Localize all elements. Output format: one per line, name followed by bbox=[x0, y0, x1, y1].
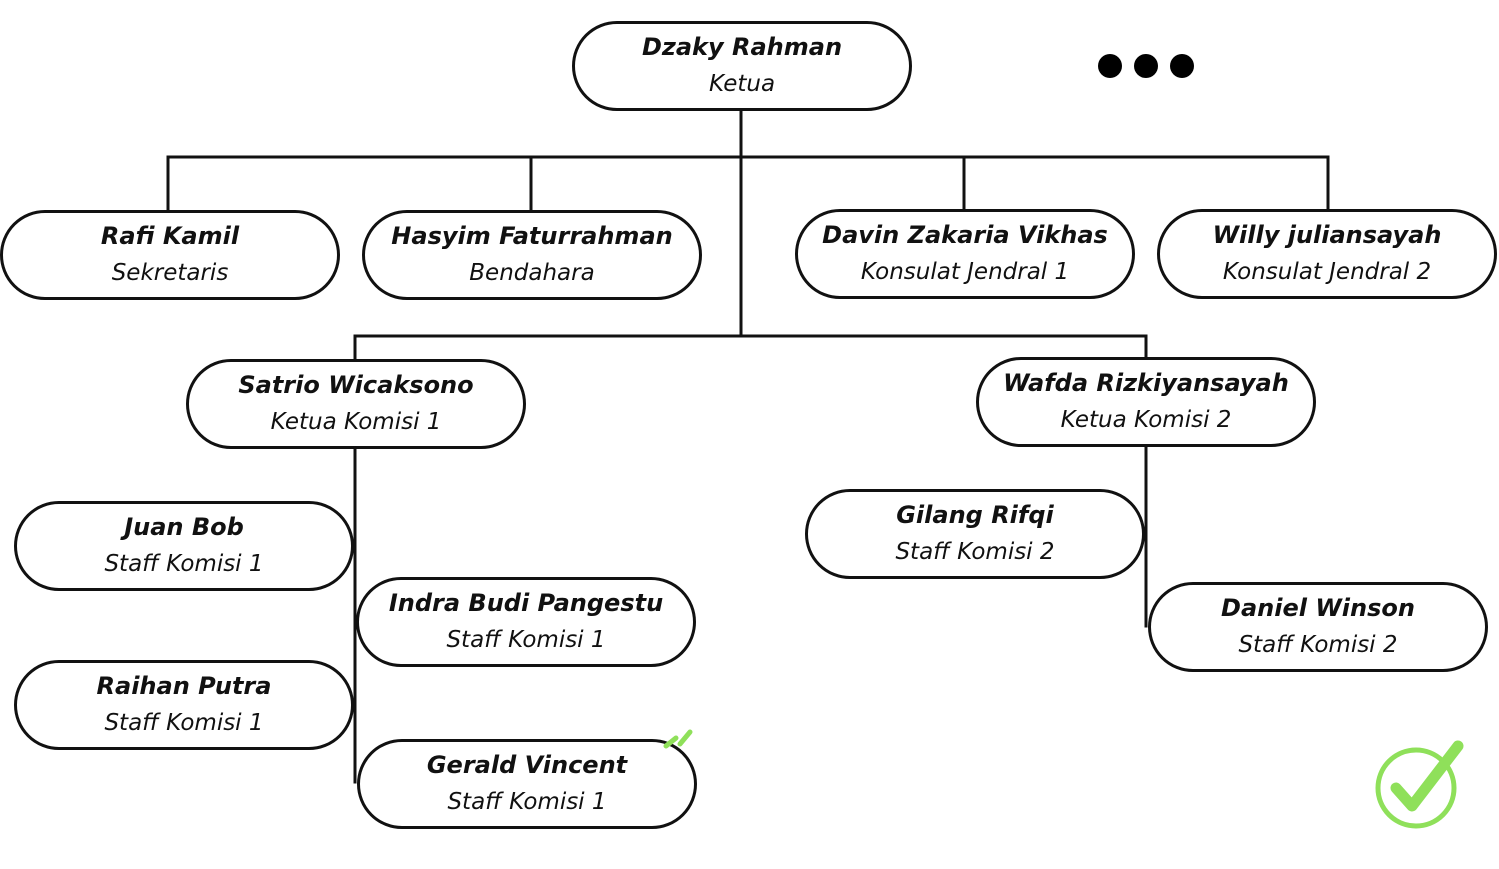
node-name: Indra Budi Pangestu bbox=[388, 589, 664, 617]
node-name: Dzaky Rahman bbox=[641, 33, 843, 61]
node-role: Sekretaris bbox=[111, 260, 229, 286]
node-name: Gilang Rifqi bbox=[896, 501, 1054, 529]
node-staff-komisi-1: Indra Budi Pangestu Staff Komisi 1 bbox=[356, 577, 696, 667]
node-role: Staff Komisi 1 bbox=[446, 627, 606, 653]
node-role: Ketua bbox=[708, 71, 776, 97]
node-role: Staff Komisi 2 bbox=[1238, 632, 1398, 658]
node-name: Willy juliansayah bbox=[1212, 221, 1442, 249]
three-dots-icon bbox=[1098, 54, 1194, 78]
node-staff-komisi-1: Raihan Putra Staff Komisi 1 bbox=[14, 660, 354, 750]
node-sekretaris: Rafi Kamil Sekretaris bbox=[0, 210, 340, 300]
node-role: Konsulat Jendral 2 bbox=[1222, 259, 1432, 285]
node-name: Raihan Putra bbox=[96, 672, 272, 700]
node-name: Daniel Winson bbox=[1221, 594, 1415, 622]
node-name: Gerald Vincent bbox=[426, 751, 628, 779]
node-ketua-komisi-2: Wafda Rizkiyansayah Ketua Komisi 2 bbox=[976, 357, 1316, 447]
node-staff-komisi-1: Gerald Vincent Staff Komisi 1 bbox=[357, 739, 697, 829]
node-staff-komisi-2: Daniel Winson Staff Komisi 2 bbox=[1148, 582, 1488, 672]
node-role: Konsulat Jendral 1 bbox=[860, 259, 1070, 285]
node-konsulat-jendral-2: Willy juliansayah Konsulat Jendral 2 bbox=[1157, 209, 1497, 299]
node-bendahara: Hasyim Faturrahman Bendahara bbox=[362, 210, 702, 300]
node-staff-komisi-1: Juan Bob Staff Komisi 1 bbox=[14, 501, 354, 591]
dot bbox=[1170, 54, 1194, 78]
node-role: Staff Komisi 1 bbox=[104, 551, 264, 577]
node-staff-komisi-2: Gilang Rifqi Staff Komisi 2 bbox=[805, 489, 1145, 579]
node-ketua-komisi-1: Satrio Wicaksono Ketua Komisi 1 bbox=[186, 359, 526, 449]
node-name: Rafi Kamil bbox=[100, 222, 240, 250]
dot bbox=[1134, 54, 1158, 78]
check-fragment-icon bbox=[663, 729, 693, 749]
node-role: Staff Komisi 2 bbox=[895, 539, 1055, 565]
node-role: Staff Komisi 1 bbox=[104, 710, 264, 736]
node-name: Satrio Wicaksono bbox=[238, 371, 474, 399]
node-role: Ketua Komisi 2 bbox=[1060, 407, 1232, 433]
dot bbox=[1098, 54, 1122, 78]
green-checkmark-icon bbox=[1375, 740, 1464, 829]
node-name: Davin Zakaria Vikhas bbox=[822, 221, 1108, 249]
node-role: Ketua Komisi 1 bbox=[270, 409, 442, 435]
node-role: Bendahara bbox=[469, 260, 595, 286]
node-name: Wafda Rizkiyansayah bbox=[1003, 369, 1289, 397]
node-name: Juan Bob bbox=[124, 513, 244, 541]
node-role: Staff Komisi 1 bbox=[447, 789, 607, 815]
node-konsulat-jendral-1: Davin Zakaria Vikhas Konsulat Jendral 1 bbox=[795, 209, 1135, 299]
node-name: Hasyim Faturrahman bbox=[391, 222, 673, 250]
node-ketua: Dzaky Rahman Ketua bbox=[572, 21, 912, 111]
